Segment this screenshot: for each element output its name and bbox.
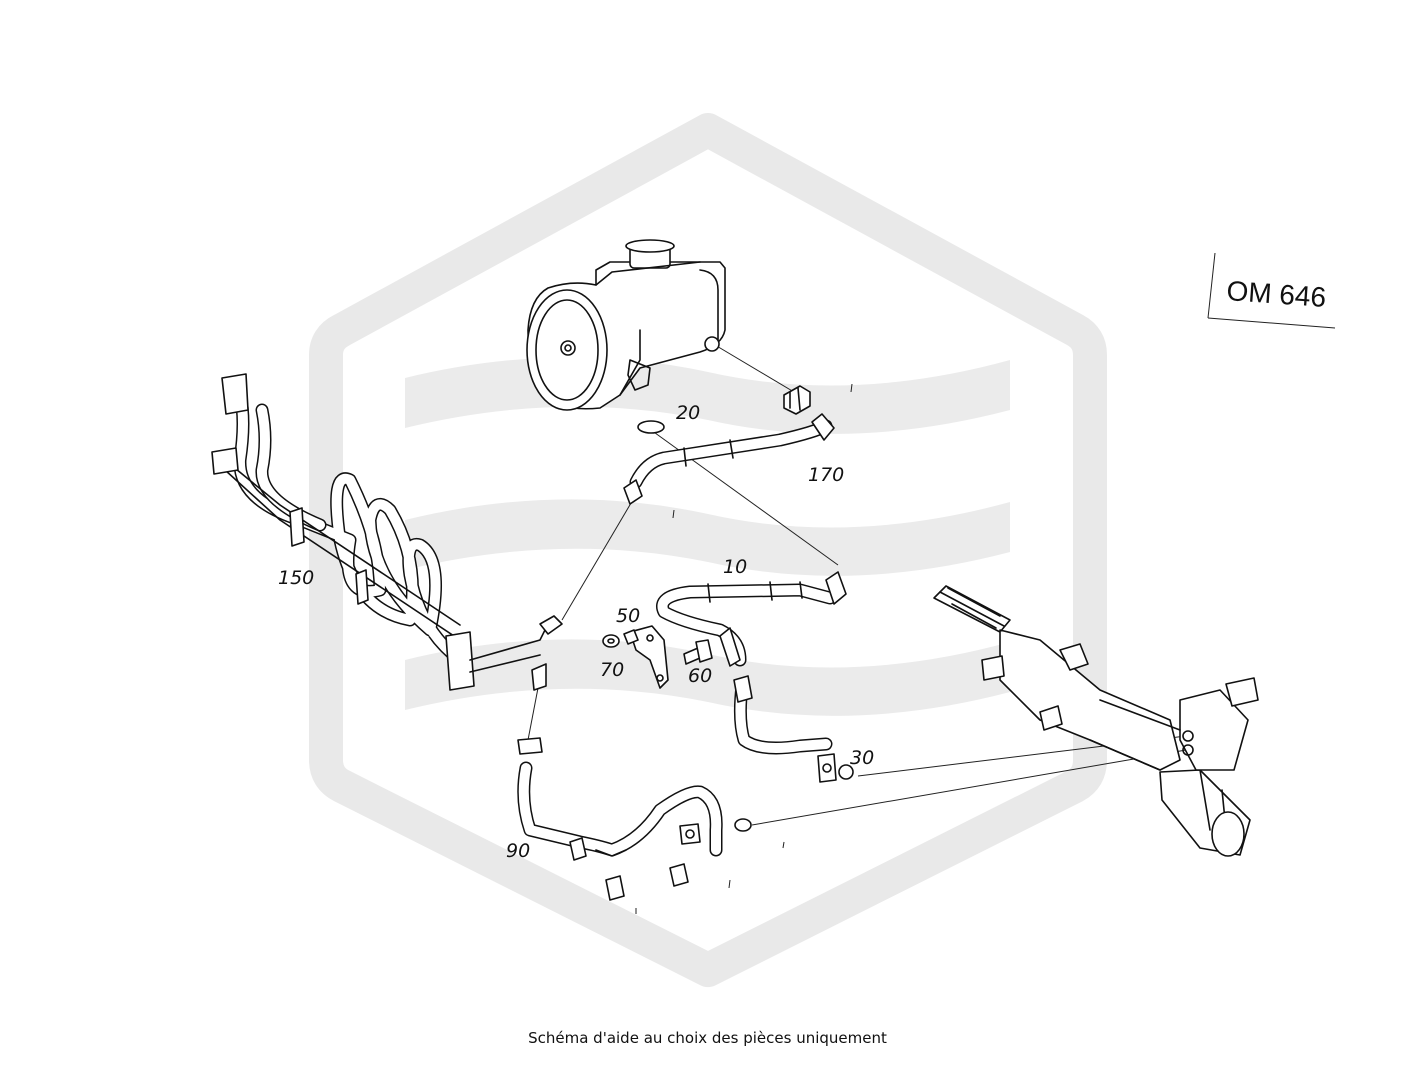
- bolt-60: [683, 639, 713, 665]
- engine-label-frame: [1207, 252, 1336, 329]
- callout-70: 70: [600, 659, 624, 681]
- callout-150: 150: [278, 567, 314, 589]
- cooler-pipe-150: [211, 373, 563, 691]
- callout-10: 10: [723, 556, 747, 578]
- clamp-bolt: [623, 629, 639, 645]
- o-ring-30: [838, 764, 854, 780]
- watermark-logo: [309, 113, 1107, 987]
- pressure-hose-10: [656, 571, 847, 783]
- o-ring-seal: [734, 818, 752, 832]
- tick-marks: [635, 383, 853, 914]
- steering-rack: [933, 585, 1259, 857]
- o-ring-20: [637, 420, 665, 434]
- washer-70: [602, 634, 620, 648]
- callout-30: 30: [850, 747, 874, 769]
- callout-60: 60: [688, 665, 712, 687]
- callout-50: 50: [616, 605, 640, 627]
- callout-170: 170: [808, 464, 844, 486]
- engine-label: OM 646: [1226, 275, 1328, 313]
- callout-20: 20: [676, 402, 700, 424]
- leader-lines: [527, 341, 1187, 826]
- callout-90: 90: [506, 840, 530, 862]
- hose-clamp-cap: [783, 385, 811, 415]
- suction-hose-90: [517, 737, 723, 901]
- return-hose-170: [623, 413, 835, 505]
- disclaimer-caption: Schéma d'aide au choix des pièces unique…: [528, 1029, 887, 1047]
- fluid-reservoir: [526, 239, 726, 411]
- bracket-50: [629, 625, 669, 689]
